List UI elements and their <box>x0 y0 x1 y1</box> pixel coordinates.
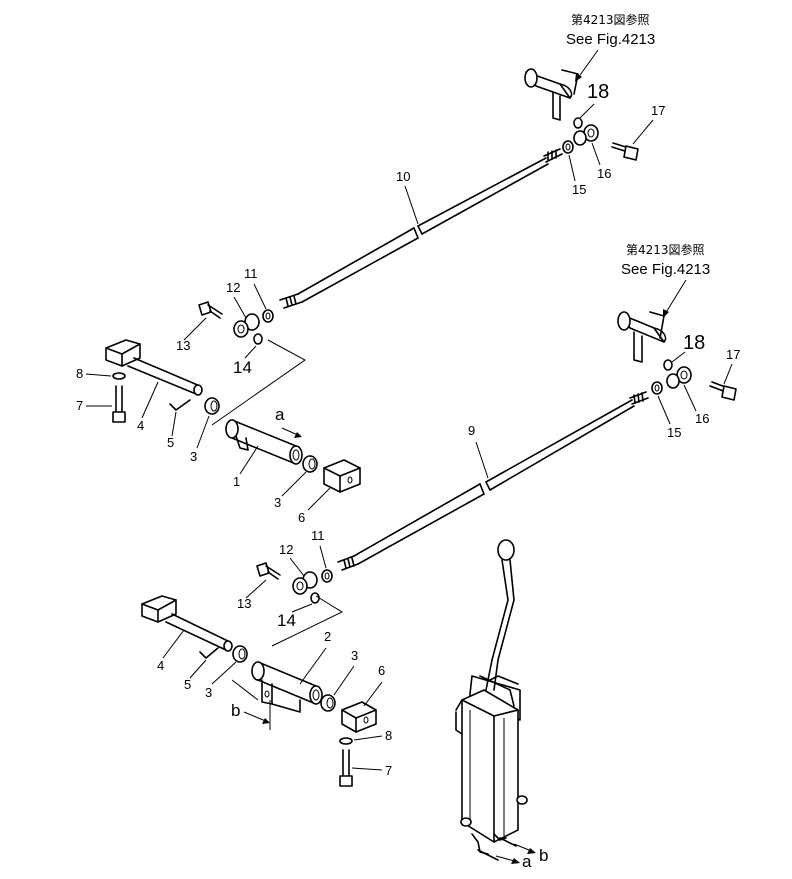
pin-5-bottom <box>199 647 219 659</box>
callout-13-top: 13 <box>176 338 190 353</box>
shaft-4-bottom <box>141 595 233 652</box>
pin-5-top <box>169 399 191 411</box>
callout-11-bottom: 11 <box>311 528 325 543</box>
reference-mid-en: See Fig.4213 <box>621 261 710 278</box>
bushing-3-top-left <box>204 397 220 415</box>
control-lever-valve <box>455 539 528 861</box>
callout-6-top: 6 <box>298 510 305 525</box>
washer-18-mid <box>663 359 673 371</box>
washer-8-bottom <box>339 737 353 745</box>
callout-17-top: 17 <box>651 103 665 118</box>
callout-12-bottom: 12 <box>279 542 293 557</box>
washer-14-top <box>253 333 263 345</box>
callout-7-top: 7 <box>76 398 83 413</box>
callout-6-bottom: 6 <box>378 663 385 678</box>
callout-16-top: 16 <box>597 166 611 181</box>
callout-4-top: 4 <box>137 418 144 433</box>
bracket-top-right <box>524 68 579 121</box>
shaft-4-top <box>105 339 203 396</box>
callout-4-bottom: 4 <box>157 658 164 673</box>
callout-14-bottom: 14 <box>277 611 296 630</box>
callout-18-mid: 18 <box>683 332 705 354</box>
bolt-13-top <box>198 301 223 319</box>
bushing-3-bottom-left <box>232 645 248 663</box>
reference-mid-jp: 第4213図参照 <box>626 242 705 257</box>
bushing-3-top-right <box>302 455 318 473</box>
bracket-mid-right <box>617 311 667 363</box>
callout-5-bottom: 5 <box>184 677 191 692</box>
callout-17-mid: 17 <box>726 347 740 362</box>
washer-18-top <box>573 117 583 129</box>
ball-joint-16-top <box>573 124 599 146</box>
callout-8-top: 8 <box>76 366 83 381</box>
lever-2 <box>251 661 323 713</box>
callout-10: 10 <box>396 169 410 184</box>
block-6-top <box>323 459 361 493</box>
assembly-outline-bottom <box>231 595 344 701</box>
callout-9: 9 <box>468 423 475 438</box>
nut-11-top <box>262 309 274 323</box>
callout-11-top: 11 <box>244 266 258 281</box>
reference-mid: 第4213図参照 See Fig.4213 <box>621 242 710 318</box>
washer-14-bottom <box>310 592 320 604</box>
callout-3-top-b: 3 <box>274 495 281 510</box>
washer-8-top <box>112 372 126 380</box>
callout-18-top: 18 <box>587 81 609 103</box>
rod-9 <box>337 391 649 571</box>
reference-top-en: See Fig.4213 <box>566 31 655 48</box>
connector-b-bottom: b <box>539 846 548 865</box>
callout-14-top: 14 <box>233 358 252 377</box>
ball-joint-12-top <box>233 313 260 338</box>
bushing-3-bottom-right <box>320 694 336 712</box>
block-6-bottom <box>341 701 377 733</box>
nut-15-mid <box>651 381 663 395</box>
connector-b-left: b <box>231 701 240 720</box>
connector-a-bottom: a <box>522 852 532 871</box>
reference-top: 第4213図参照 See Fig.4213 <box>566 12 655 82</box>
callout-8-bottom: 8 <box>385 728 392 743</box>
connector-a-top: a <box>275 405 285 424</box>
callout-15-mid: 15 <box>667 425 681 440</box>
callout-3-bottom-a: 3 <box>205 685 212 700</box>
callout-15-top: 15 <box>572 182 586 197</box>
rod-10 <box>279 148 563 309</box>
callout-2: 2 <box>324 629 331 644</box>
bolt-7-top <box>112 385 126 423</box>
callout-16-mid: 16 <box>695 411 709 426</box>
nut-11-bottom <box>321 569 333 583</box>
callout-5-top: 5 <box>167 435 174 450</box>
assembly-outline-top <box>211 339 306 426</box>
callout-3-top-a: 3 <box>190 449 197 464</box>
bolt-7-bottom <box>339 749 353 787</box>
callout-13-bottom: 13 <box>237 596 251 611</box>
bolt-17-mid <box>709 381 737 401</box>
lever-1 <box>225 419 303 465</box>
ball-joint-16-mid <box>666 366 692 389</box>
nut-15-top <box>562 140 574 154</box>
reference-top-jp: 第4213図参照 <box>571 12 650 27</box>
bolt-17-top <box>611 142 639 161</box>
bolt-13-bottom <box>256 562 281 580</box>
ball-joint-12-bottom <box>292 571 318 595</box>
callout-12-top: 12 <box>226 280 240 295</box>
callout-7-bottom: 7 <box>385 763 392 778</box>
callout-1: 1 <box>233 474 240 489</box>
callout-3-bottom-b: 3 <box>351 648 358 663</box>
